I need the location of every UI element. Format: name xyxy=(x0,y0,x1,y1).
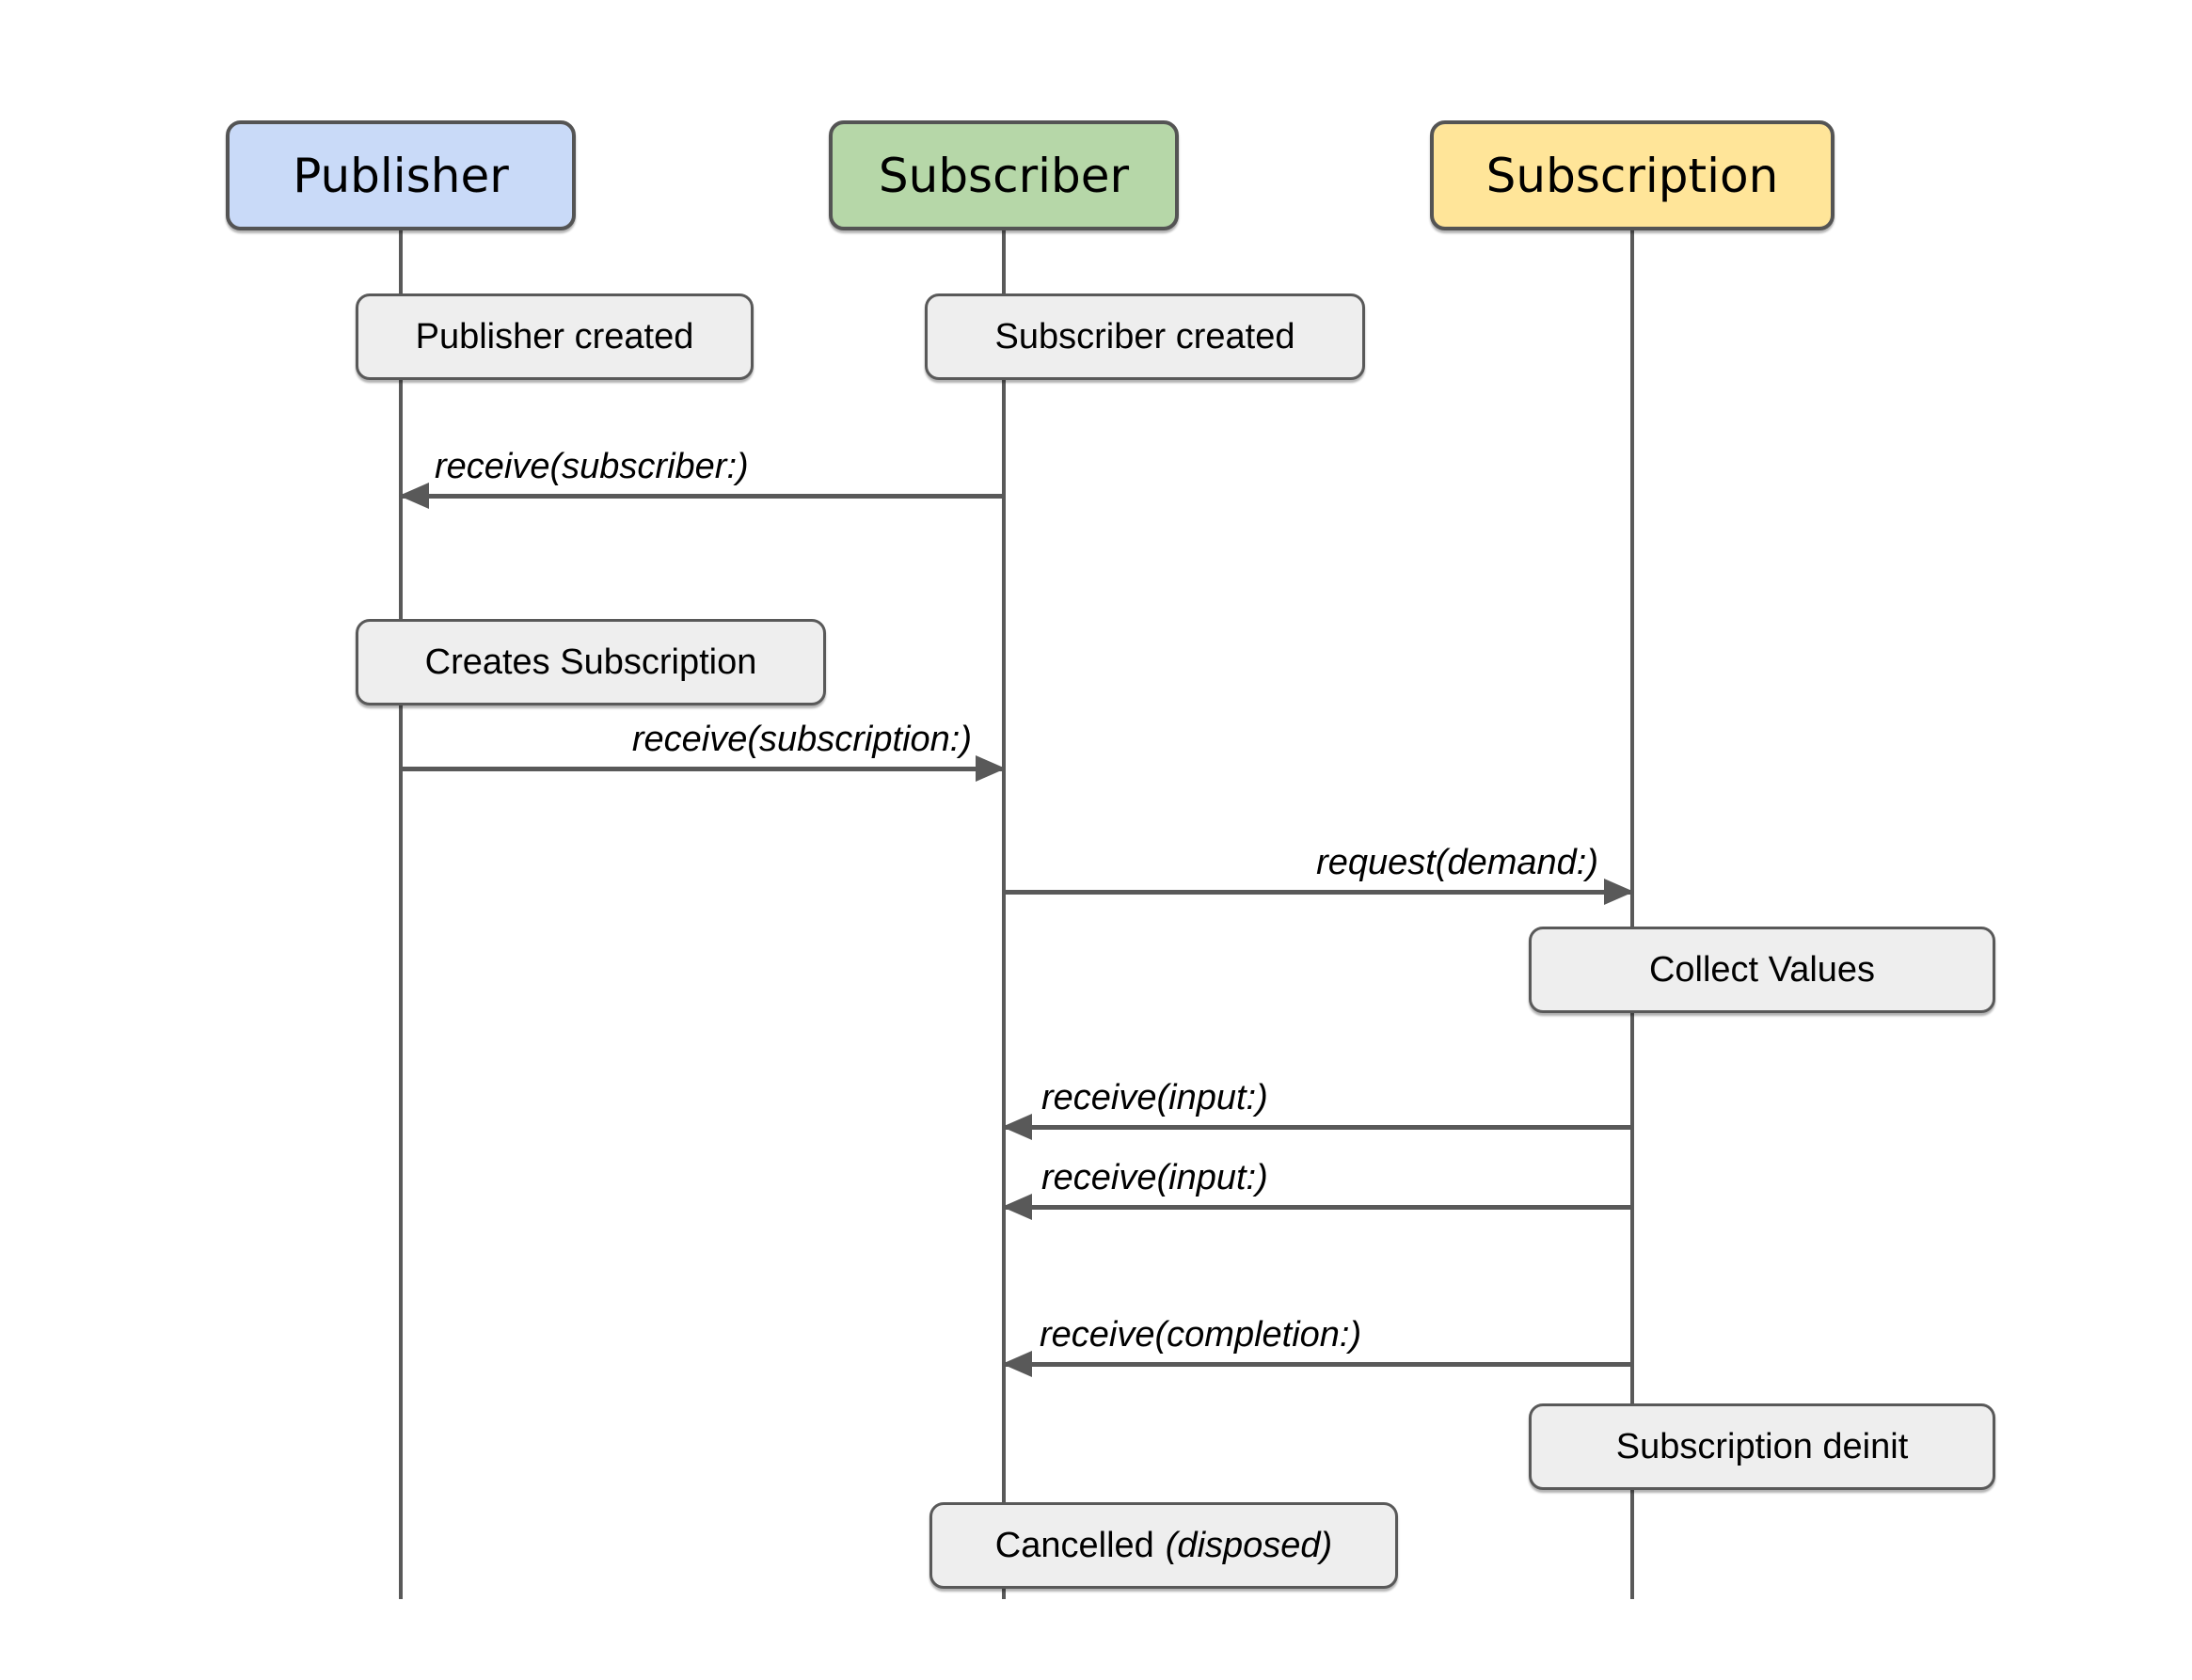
note-cancelled-disposed: Cancelled (disposed) xyxy=(929,1502,1398,1589)
note-publisher-created: Publisher created xyxy=(356,293,754,380)
message-label: request(demand:) xyxy=(1316,843,1598,882)
message-request-demand: request(demand:) xyxy=(1004,840,1634,905)
note-creates-subscription: Creates Subscription xyxy=(356,619,826,705)
message-receive-input-2: receive(input:) xyxy=(1002,1155,1632,1220)
subscriber-lifeline xyxy=(1002,230,1006,1599)
arrowhead-left-icon xyxy=(1002,1114,1032,1140)
message-receive-completion: receive(completion:) xyxy=(1002,1312,1632,1377)
arrowhead-left-icon xyxy=(399,483,429,509)
subscription-lifeline xyxy=(1630,230,1634,1599)
message-line xyxy=(1004,890,1632,895)
arrowhead-left-icon xyxy=(1002,1194,1032,1220)
message-receive-subscription: receive(subscription:) xyxy=(401,717,1006,782)
arrowhead-right-icon xyxy=(976,755,1006,782)
message-label: receive(subscription:) xyxy=(631,720,972,759)
note-subscription-deinit: Subscription deinit xyxy=(1529,1403,1995,1490)
actor-subscription: Subscription xyxy=(1430,120,1835,230)
arrowhead-right-icon xyxy=(1604,879,1634,905)
actor-publisher: Publisher xyxy=(226,120,576,230)
message-receive-subscriber: receive(subscriber:) xyxy=(399,444,1004,509)
message-label: receive(input:) xyxy=(1041,1158,1268,1197)
note-cancelled-text: Cancelled xyxy=(994,1525,1154,1565)
message-line xyxy=(1004,1125,1632,1130)
arrowhead-left-icon xyxy=(1002,1351,1032,1377)
message-label: receive(subscriber:) xyxy=(435,447,749,486)
message-label: receive(completion:) xyxy=(1040,1315,1362,1355)
message-line xyxy=(1004,1362,1632,1367)
publisher-lifeline xyxy=(399,230,403,1599)
note-disposed-text: (disposed) xyxy=(1165,1525,1333,1565)
message-line xyxy=(401,494,1004,499)
message-line xyxy=(1004,1205,1632,1210)
message-label: receive(input:) xyxy=(1041,1078,1268,1117)
note-subscriber-created: Subscriber created xyxy=(925,293,1365,380)
actor-subscriber: Subscriber xyxy=(829,120,1179,230)
note-collect-values: Collect Values xyxy=(1529,927,1995,1013)
message-line xyxy=(401,767,1004,771)
message-receive-input-1: receive(input:) xyxy=(1002,1075,1632,1140)
